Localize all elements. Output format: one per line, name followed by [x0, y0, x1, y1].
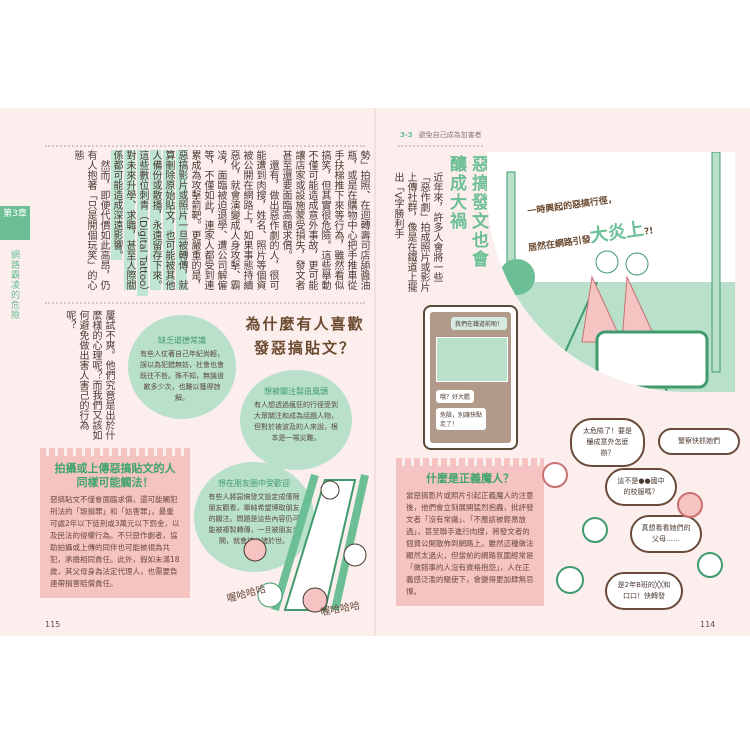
chapter-tab: 第3章 — [0, 206, 30, 240]
bubble-text: 有人想透過瘋狂的行徑受到大眾關注和成為話題人物，但對於被波及的人來說，根本是一場… — [254, 401, 338, 442]
bubble-title: 缺乏道德常識 — [158, 336, 206, 345]
law-info-box: 拍攝或上傳惡搞貼文的人同樣可能觸法！ 惡搞貼文不僅會面臨求償，還可能觸犯刑法的「… — [40, 448, 190, 598]
thought-bubble: 缺乏道德常識 有些人仗著自己年紀尚輕，誤以為犯錯無妨，社會也會既往不咎。殊不知，… — [128, 315, 236, 419]
question-heading: 為什麼有人喜歡發惡搞貼文？ — [245, 315, 365, 357]
page-number: 115 — [45, 620, 61, 629]
intro-text: 近年來，許多人會將一些「惡作劇」拍成照片或影片上傳社群，像是在鐵道上擺出「V字勝… — [392, 172, 442, 292]
page-number: 114 — [700, 620, 716, 629]
thought-bubble: 想被關注製造風頭 有人想透過瘋狂的行徑受到大眾關注和成為話題人物，但對於被波及的… — [240, 370, 352, 470]
divider — [45, 145, 365, 147]
paragraph: 勢」拍照、在迴轉壽司店舔醬油瓶，或是在購物中心把手推車從手扶梯推下來等行為，雖然… — [280, 150, 369, 290]
paragraph: 屢試不爽。他們究竟是出於什麼樣的心理呢？而我們又該如何避免做出害人害己的行為呢？ — [64, 310, 114, 440]
speech-bubble: 是2年B班的╳╳和口口！快轉發 — [605, 572, 683, 610]
bubble-title: 想在朋友圈中受歡迎 — [218, 479, 290, 488]
box-text: 當惡搞影片或照片引起正義魔人的注意後，他們會立刻展開猛烈抱轟，批評發文者「沒有常… — [406, 491, 534, 596]
railway-scene — [487, 152, 735, 392]
railway-illustration: 一時興起的惡搞行徑， 居然在網路引發大炎上?! — [487, 152, 735, 392]
gutter — [374, 108, 376, 636]
tape-edge — [396, 458, 544, 466]
bubble-text: 有些人仗著自己年紀尚輕，誤以為犯錯無妨，社會也會既往不咎。殊不知，無論道歉多少次… — [140, 350, 224, 402]
speech-bubble: 這不是●●國中的校服嗎？ — [605, 468, 677, 506]
banner-end: ?! — [643, 226, 655, 238]
post-photo — [436, 337, 508, 382]
bubble-title: 想被關注製造風頭 — [264, 387, 328, 396]
box-title: 拍攝或上傳惡搞貼文的人同樣可能觸法！ — [54, 462, 176, 489]
body-text-left: 勢」拍照、在迴轉壽司店舔醬油瓶，或是在購物中心把手推車從手扶梯推下來等行為，雖然… — [71, 150, 370, 298]
highlighted-text: 惡搞影片或照片一旦被轉傳，就算刪除原始貼文，也可能被其他人備份或散播，永遠留存下… — [111, 150, 187, 297]
post-screen: 我們在鐵道前喲！ 哦？好大膽 危險，別讓快點走了！ — [430, 312, 511, 443]
box-text: 惡搞貼文不僅會面臨求償，還可能觸犯刑法的「毀損罪」和「妨害罪」，最重可處2年以下… — [50, 495, 180, 588]
justice-warrior-box: 什麼是正義魔人？ 當惡搞影片或照片引起正義魔人的注意後，他們會立刻展開猛烈抱轟，… — [396, 458, 544, 606]
paragraph: 然而，即便代價如此高昂，仍有人抱著「只是開個玩笑」的心態 — [72, 150, 109, 290]
tape-edge — [40, 448, 190, 456]
section-title: 避免自己成為加害者 — [418, 131, 482, 139]
chat-message: 危險，別讓快點走了！ — [436, 408, 486, 430]
social-post-card: 我們在鐵道前喲！ 哦？好大膽 危險，別讓快點走了！ — [423, 305, 518, 450]
paragraph: 還有，做出惡作劇的人，很可能遭到肉搜，姓名、照片等個資被公開在網路上，如果事態持… — [189, 150, 278, 290]
box-title: 什麼是正義魔人？ — [426, 472, 514, 485]
section-header: 3-3 避免自己成為加害者 — [400, 130, 482, 140]
divider — [398, 145, 483, 147]
chat-message: 哦？好大膽 — [436, 390, 475, 403]
article-title: 惡搞發文也會釀成大禍 — [446, 155, 488, 269]
escalator-illustration — [243, 473, 369, 613]
divider — [45, 302, 365, 304]
chapter-title: 網路霸凌的危險 — [9, 250, 19, 320]
onlooker-faces — [542, 462, 723, 594]
section-number: 3-3 — [400, 131, 413, 139]
speech-bubble: 真想看看她們的父母…… — [630, 515, 702, 553]
speech-bubble: 太危險了！要是釀成意外怎麼辦？ — [570, 418, 645, 467]
speech-bubble: 警察快抓她們 — [658, 428, 740, 455]
chat-message: 我們在鐵道前喲！ — [450, 317, 507, 330]
